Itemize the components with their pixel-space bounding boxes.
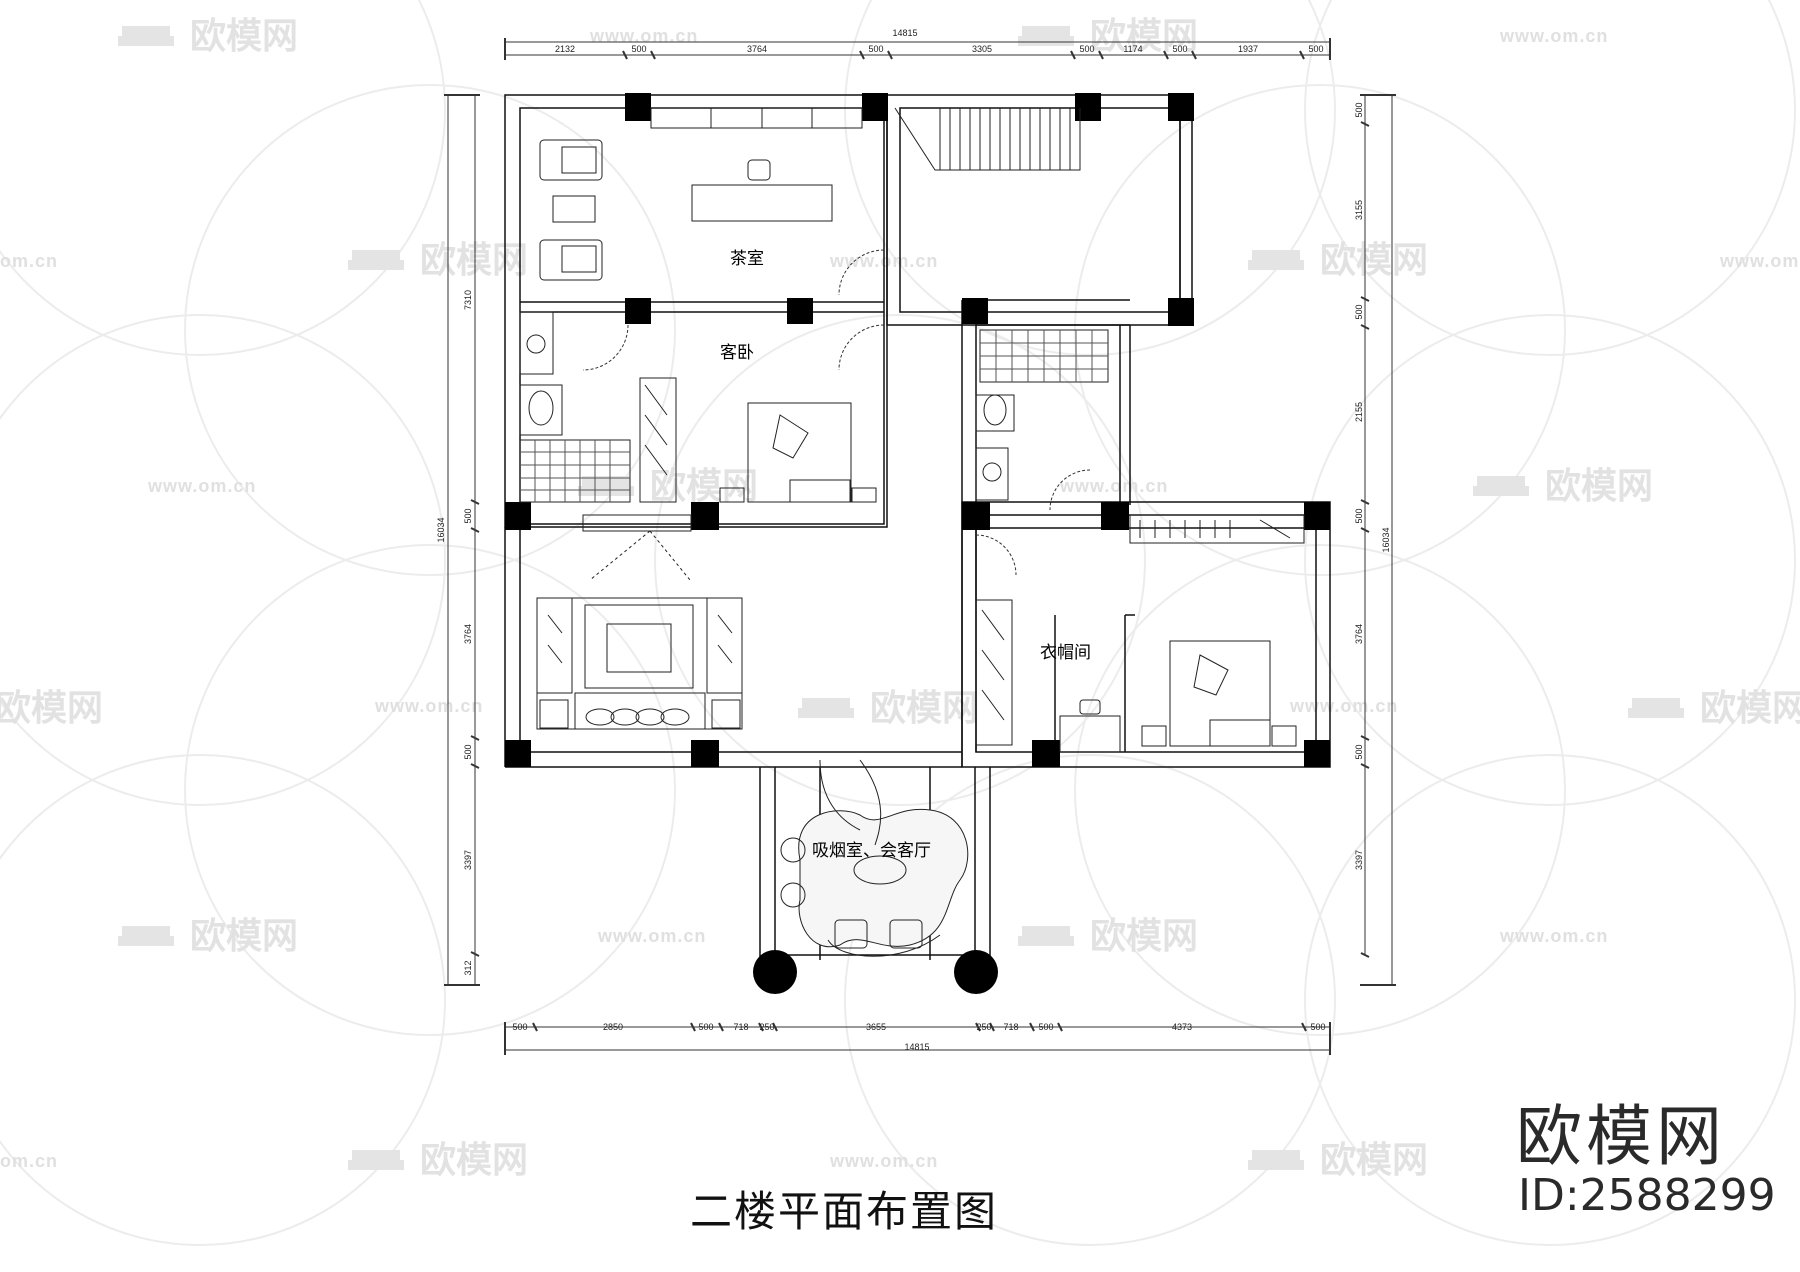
dim-top-segment: 500: [631, 44, 646, 54]
dim-left-segment: 3764: [463, 624, 473, 644]
watermark-brand: 欧模网: [420, 1140, 528, 1181]
watermark-brand: 欧模网: [1320, 1140, 1428, 1181]
dim-right-segment: 500: [1354, 508, 1364, 523]
watermark-url: www.om.cn: [829, 251, 938, 271]
dim-left-segment: 500: [463, 508, 473, 523]
watermark-layer: 欧模网 欧模网 欧模网 欧模网 欧模网 欧模网 欧模网 欧模网 欧模网 欧模网 …: [0, 0, 1800, 1246]
dim-bottom-segment: 718: [733, 1022, 748, 1032]
dim-top-segment: 1937: [1238, 44, 1258, 54]
master-bath-fixtures: [975, 329, 1109, 501]
watermark-brand: 欧模网: [0, 688, 103, 729]
watermark-url: www.om.cn: [1059, 476, 1168, 496]
room-label-cloakroom: 衣帽间: [1040, 643, 1091, 663]
dim-top-segment: 3764: [747, 44, 767, 54]
watermark-brand: 欧模网: [1545, 466, 1653, 507]
guest-room-furniture: [519, 311, 877, 581]
watermark-id: ID:2588299: [1518, 1170, 1776, 1221]
watermark-brand-large: 欧模网: [1516, 1098, 1726, 1175]
staircase: [894, 107, 1081, 171]
dim-bottom-segment: 500: [1310, 1022, 1325, 1032]
dim-left-segment: 312: [463, 960, 473, 975]
dim-bottom-segment: 500: [698, 1022, 713, 1032]
dim-right-total: 16034: [1381, 527, 1391, 552]
dim-right-segment: 500: [1354, 102, 1364, 117]
room-label-guest-bedroom: 客卧: [720, 343, 754, 363]
door-swings: [582, 249, 1091, 576]
dim-bottom-segment: 4373: [1172, 1022, 1192, 1032]
smoking-lounge-furniture: [780, 759, 969, 957]
watermark-brand: 欧模网: [190, 916, 298, 957]
living-room-furniture: [536, 597, 743, 730]
watermark-url: www.om.cn: [829, 1151, 938, 1171]
room-label-tea: 茶室: [730, 249, 764, 269]
dim-right-segment: 500: [1354, 304, 1364, 319]
dim-left-upper: 7310: [463, 290, 473, 310]
master-bedroom-furniture: [975, 514, 1305, 753]
structural-columns: [505, 93, 1330, 994]
dim-bottom-segment: 500: [512, 1022, 527, 1032]
watermark-brand: 欧模网: [1090, 16, 1198, 57]
dim-bottom-segment: 250: [976, 1022, 991, 1032]
dim-bottom-segment: 500: [1038, 1022, 1053, 1032]
watermark-url: om.cn: [0, 1151, 58, 1171]
dim-left-segment: 3397: [463, 850, 473, 870]
watermark-url: www.om.cn: [1499, 26, 1608, 46]
dim-left-total: 16034: [436, 517, 446, 542]
watermark-url: www.om.cn: [1719, 251, 1800, 271]
dimension-lines: [444, 38, 1396, 1055]
dim-top-segment: 1174: [1123, 44, 1142, 54]
dim-right-segment: 3397: [1354, 850, 1364, 870]
watermark-brand: 欧模网: [1700, 688, 1800, 729]
room-label-smoking-lounge: 吸烟室、会客厅: [812, 841, 931, 861]
dim-top-total: 14815: [892, 28, 917, 38]
dim-top-segment: 500: [1172, 44, 1187, 54]
dim-bottom-segment: 250: [759, 1022, 774, 1032]
dim-top-segment: 500: [1079, 44, 1094, 54]
watermark-brand: 欧模网: [650, 466, 758, 507]
dim-top-segment: 2132: [555, 44, 575, 54]
dim-right-segment: 3155: [1354, 200, 1364, 220]
dim-right-segment: 2155: [1354, 402, 1364, 422]
watermark-brand: 欧模网: [1090, 916, 1198, 957]
watermark-url: om.cn: [0, 251, 58, 271]
dim-right-segment: 500: [1354, 744, 1364, 759]
watermark-url: www.om.cn: [147, 476, 256, 496]
watermark-url: www.om.cn: [589, 26, 698, 46]
room-labels: 茶室 客卧 衣帽间 吸烟室、会客厅: [720, 249, 1091, 861]
dimension-labels: 14815 2132 500 3764 500 3305 500 1174 50…: [436, 28, 1391, 1052]
watermark-brand: 欧模网: [1320, 240, 1428, 281]
dim-bottom-segment: 2850: [603, 1022, 623, 1032]
watermark-brand: 欧模网: [870, 688, 978, 729]
watermark-brand: 欧模网: [190, 16, 298, 57]
dim-bottom-segment: 3655: [866, 1022, 886, 1032]
watermark-url: www.om.cn: [1289, 696, 1398, 716]
watermark-brand: 欧模网: [420, 240, 528, 281]
dim-bottom-total: 14815: [904, 1042, 929, 1052]
drawing-title: 二楼平面布置图: [690, 1187, 999, 1236]
dim-bottom-segment: 718: [1003, 1022, 1018, 1032]
dim-right-segment: 3764: [1354, 624, 1364, 644]
dim-left-segment: 500: [463, 744, 473, 759]
watermark-sofa-icons: [118, 26, 1684, 1170]
watermark-logo-mark: 欧模网 欧模网 欧模网 欧模网 欧模网 欧模网 欧模网 欧模网 欧模网 欧模网 …: [0, 16, 1800, 1181]
watermark-url: www.om.cn: [1499, 926, 1608, 946]
dim-top-segment: 500: [868, 44, 883, 54]
watermark-url: www.om.cn: [374, 696, 483, 716]
watermark-url: www.om.cn: [597, 926, 706, 946]
dim-top-segment: 500: [1308, 44, 1323, 54]
tea-room-furniture: [539, 107, 863, 281]
dim-top-segment: 3305: [972, 44, 992, 54]
